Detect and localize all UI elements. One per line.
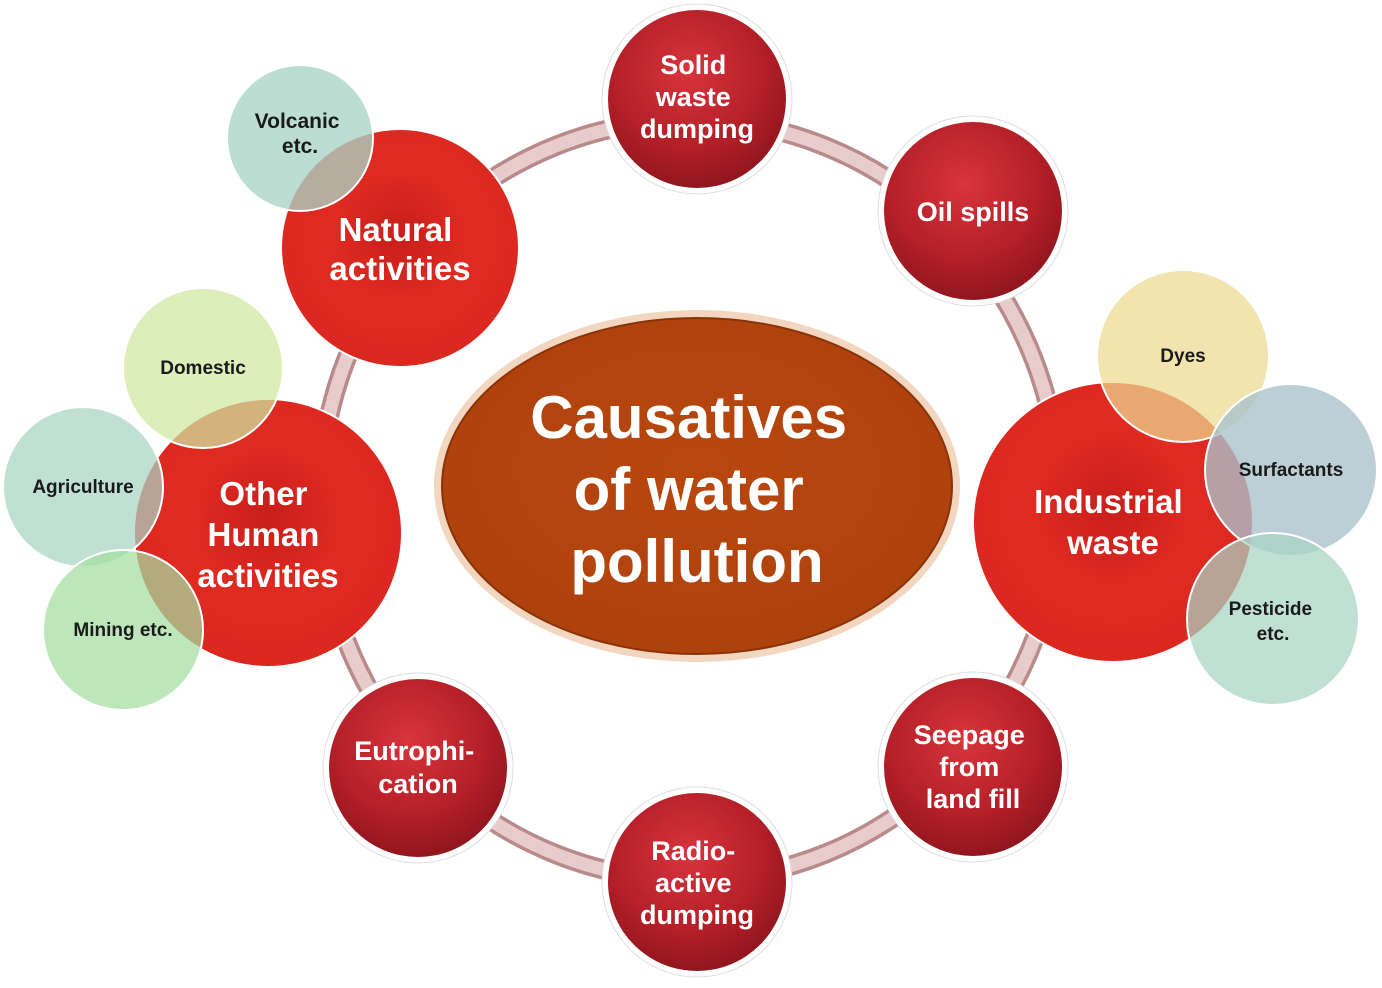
svg-text:Causatives of water: Causatives of water pollution xyxy=(530,384,864,595)
center-node: Causatives of water pollution xyxy=(434,310,960,662)
volcanic-line-2: etc. xyxy=(282,135,318,158)
natural-line-2: activities xyxy=(329,250,470,287)
svg-text:Eutrophi- cation: Eutrophi- cation xyxy=(354,736,482,799)
sub-node-dyes: Dyes xyxy=(1096,269,1270,443)
surfactants-line-1: Surfactants xyxy=(1239,460,1344,481)
center-line-3: pollution xyxy=(570,528,823,595)
industrial-line-1: Industrial xyxy=(1034,483,1183,520)
sub-node-agriculture: Agriculture xyxy=(2,406,164,568)
svg-text:Volcanic etc.: Volcanic etc. xyxy=(255,110,346,158)
svg-text:Pesticide etc.: Pesticide etc. xyxy=(1229,599,1318,645)
oil-spills-line-1: Oil spills xyxy=(917,197,1030,227)
sub-node-domestic: Domestic xyxy=(122,287,284,449)
svg-text:Other Human activi: Other Human activities xyxy=(197,475,338,594)
node-eutrophication: Eutrophi- cation xyxy=(322,672,514,864)
eutrophication-line-1: Eutrophi- xyxy=(354,736,474,766)
industrial-line-2: waste xyxy=(1066,524,1159,561)
solid-waste-line-3: dumping xyxy=(640,114,754,144)
sub-node-pesticide: Pesticide etc. xyxy=(1186,532,1360,706)
svg-text:Domestic: Domestic xyxy=(160,358,246,379)
natural-line-1: Natural xyxy=(339,211,453,248)
svg-text:Surfactants: Surfactants xyxy=(1239,460,1344,481)
eutrophication-line-2: cation xyxy=(378,769,458,799)
svg-text:Mining etc.: Mining etc. xyxy=(73,620,172,641)
center-line-2: of water xyxy=(574,456,804,523)
svg-text:Oil spills: Oil spills xyxy=(917,197,1030,227)
seepage-line-2: from xyxy=(939,752,999,782)
solid-waste-line-2: waste xyxy=(655,82,731,112)
human-line-3: activities xyxy=(197,557,338,594)
volcanic-line-1: Volcanic xyxy=(255,110,340,133)
radioactive-line-1: Radio- xyxy=(651,836,735,866)
svg-text:Agriculture: Agriculture xyxy=(32,477,133,498)
mining-line-1: Mining etc. xyxy=(73,620,172,641)
radioactive-line-2: active xyxy=(655,868,732,898)
radioactive-line-3: dumping xyxy=(640,900,754,930)
pesticide-line-1: Pesticide xyxy=(1229,599,1312,620)
svg-text:Radio- active dump: Radio- active dumping xyxy=(640,836,754,930)
node-seepage: Seepage from land fill xyxy=(877,671,1069,863)
sub-node-mining: Mining etc. xyxy=(42,549,204,711)
domestic-line-1: Domestic xyxy=(160,358,246,379)
human-line-2: Human xyxy=(207,516,319,553)
agriculture-line-1: Agriculture xyxy=(32,477,133,498)
dyes-line-1: Dyes xyxy=(1160,346,1205,367)
svg-text:Industrial waste: Industrial waste xyxy=(1034,483,1192,561)
svg-text:Dyes: Dyes xyxy=(1160,346,1205,367)
svg-text:Solid waste dumpin: Solid waste dumping xyxy=(640,50,754,144)
solid-waste-line-1: Solid xyxy=(660,50,726,80)
seepage-line-3: land fill xyxy=(926,784,1021,814)
center-line-1: Causatives xyxy=(530,384,847,451)
sub-node-surfactants: Surfactants xyxy=(1204,383,1378,557)
node-oil-spills: Oil spills xyxy=(877,115,1069,307)
human-line-1: Other xyxy=(219,475,307,512)
sub-node-volcanic: Volcanic etc. xyxy=(226,64,374,212)
node-radioactive: Radio- active dumping xyxy=(601,786,793,978)
node-solid-waste: Solid waste dumping xyxy=(601,3,793,195)
svg-text:Natural activities: Natural activities xyxy=(329,211,470,287)
svg-text:Seepage from land: Seepage from land fill xyxy=(914,720,1033,814)
seepage-line-1: Seepage xyxy=(914,720,1025,750)
pesticide-line-2: etc. xyxy=(1257,624,1290,645)
